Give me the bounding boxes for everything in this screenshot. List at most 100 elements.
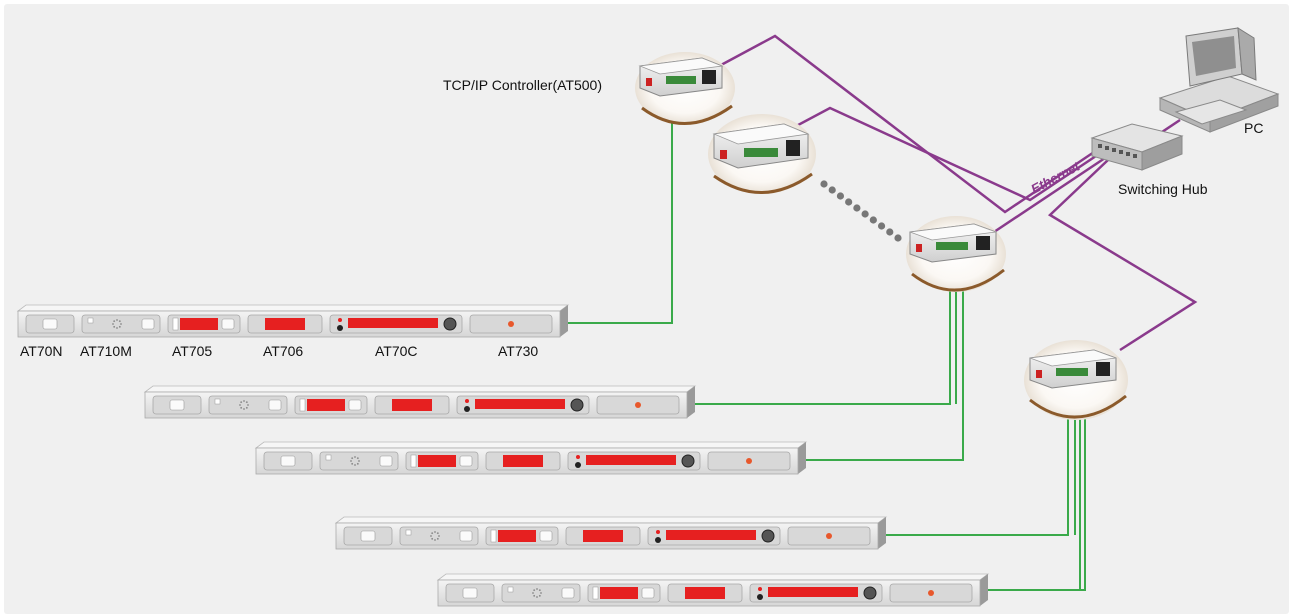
speaker-hole	[247, 404, 249, 406]
speaker-hole	[356, 462, 359, 465]
ethernet-cable-controller-3	[984, 154, 1109, 240]
control-cable-rack-5	[988, 385, 1086, 591]
module-knob	[337, 325, 343, 331]
rack-side	[798, 442, 806, 474]
module-indicator	[410, 454, 417, 468]
ethernet-cable-controller-2	[784, 106, 1103, 202]
speaker-hole	[533, 589, 536, 592]
speaker-hole	[239, 404, 241, 406]
rack-top	[254, 441, 808, 449]
module-button	[141, 318, 155, 330]
red-display	[685, 587, 725, 599]
red-display	[503, 455, 543, 467]
speaker-hole	[533, 594, 536, 597]
speaker-hole	[245, 401, 248, 404]
switching-hub-icon	[1090, 123, 1184, 171]
controller-ellipse-ring	[713, 172, 813, 194]
speaker-hole	[358, 460, 360, 462]
controller-label: TCP/IP Controller(AT500)	[443, 77, 602, 93]
speaker-hole	[532, 592, 534, 594]
module-button	[459, 455, 473, 467]
speaker-hole	[438, 535, 440, 537]
rack-top	[436, 573, 990, 581]
controller-icon	[1029, 349, 1117, 389]
red-display	[586, 455, 676, 465]
speaker-hole	[538, 589, 541, 592]
ethernet-cable-controller-4	[1047, 159, 1198, 352]
module-label-at730: AT730	[498, 343, 539, 359]
module-indicator	[405, 529, 412, 536]
speaker-hole	[431, 532, 434, 535]
controller-ellipse-ring	[1029, 394, 1127, 419]
speaker-hole	[538, 594, 541, 597]
ellipsis-dot	[869, 216, 877, 224]
control-cable-rack-4	[885, 385, 1069, 536]
speaker-hole	[434, 539, 436, 541]
red-display	[265, 318, 305, 330]
speaker-hole	[540, 592, 542, 594]
module-knob	[575, 462, 581, 468]
rack-side	[687, 386, 695, 418]
module-indicator	[299, 398, 306, 412]
speaker-hole	[434, 531, 436, 533]
rack-top	[16, 304, 570, 312]
volume-knob	[863, 586, 877, 600]
controller-icon	[638, 57, 724, 97]
volume-knob	[761, 529, 775, 543]
speaker-hole	[430, 535, 432, 537]
rack-side	[878, 517, 886, 549]
speaker-hole	[354, 464, 356, 466]
ellipsis-dot	[845, 198, 853, 206]
controller-ellipse-ring	[641, 104, 733, 125]
ethernet-cable-controller-1	[707, 34, 1101, 214]
ellipsis-dot	[861, 210, 869, 218]
speaker-hole	[431, 537, 434, 540]
status-led	[576, 455, 580, 459]
module-knob	[655, 537, 661, 543]
pc-label: PC	[1244, 120, 1264, 136]
status-led	[826, 533, 832, 539]
speaker-hole	[113, 320, 116, 323]
controller-icon	[712, 123, 810, 169]
module-button	[641, 587, 655, 599]
speaker-hole	[436, 537, 439, 540]
pc-computer-icon	[1158, 27, 1280, 133]
module-button	[539, 530, 553, 542]
module-indicator	[507, 586, 514, 593]
red-display	[583, 530, 623, 542]
speaker-hole	[116, 327, 118, 329]
red-display	[392, 399, 432, 411]
controller-device-2	[708, 114, 816, 194]
ethernet-cables	[707, 34, 1198, 352]
speaker-hole	[243, 408, 245, 410]
rack-units	[16, 304, 990, 607]
ellipsis-dot	[836, 192, 845, 200]
red-display	[307, 399, 345, 411]
module-button	[268, 399, 282, 411]
red-display	[666, 530, 756, 540]
module-knob	[757, 594, 763, 600]
status-led	[465, 399, 469, 403]
speaker-hole	[118, 320, 121, 323]
module-label-at70n: AT70N	[20, 343, 63, 359]
speaker-hole	[240, 401, 243, 404]
red-display	[348, 318, 438, 328]
rack-side	[560, 305, 568, 337]
speaker-hole	[351, 462, 354, 465]
volume-knob	[681, 454, 695, 468]
module-button	[360, 530, 376, 542]
controller-device-4	[1024, 340, 1128, 420]
module-indicator	[172, 317, 179, 331]
ellipsis-dot	[877, 222, 886, 230]
module-button	[462, 587, 478, 599]
control-cable-rack-2	[693, 258, 951, 405]
rack-top	[143, 385, 697, 393]
speaker-hole	[112, 323, 114, 325]
rack-unit-4	[334, 516, 888, 550]
speaker-hole	[243, 400, 245, 402]
module-button	[379, 455, 393, 467]
module-button	[169, 399, 185, 411]
speaker-hole	[356, 457, 359, 460]
rack-unit-5	[436, 573, 990, 607]
